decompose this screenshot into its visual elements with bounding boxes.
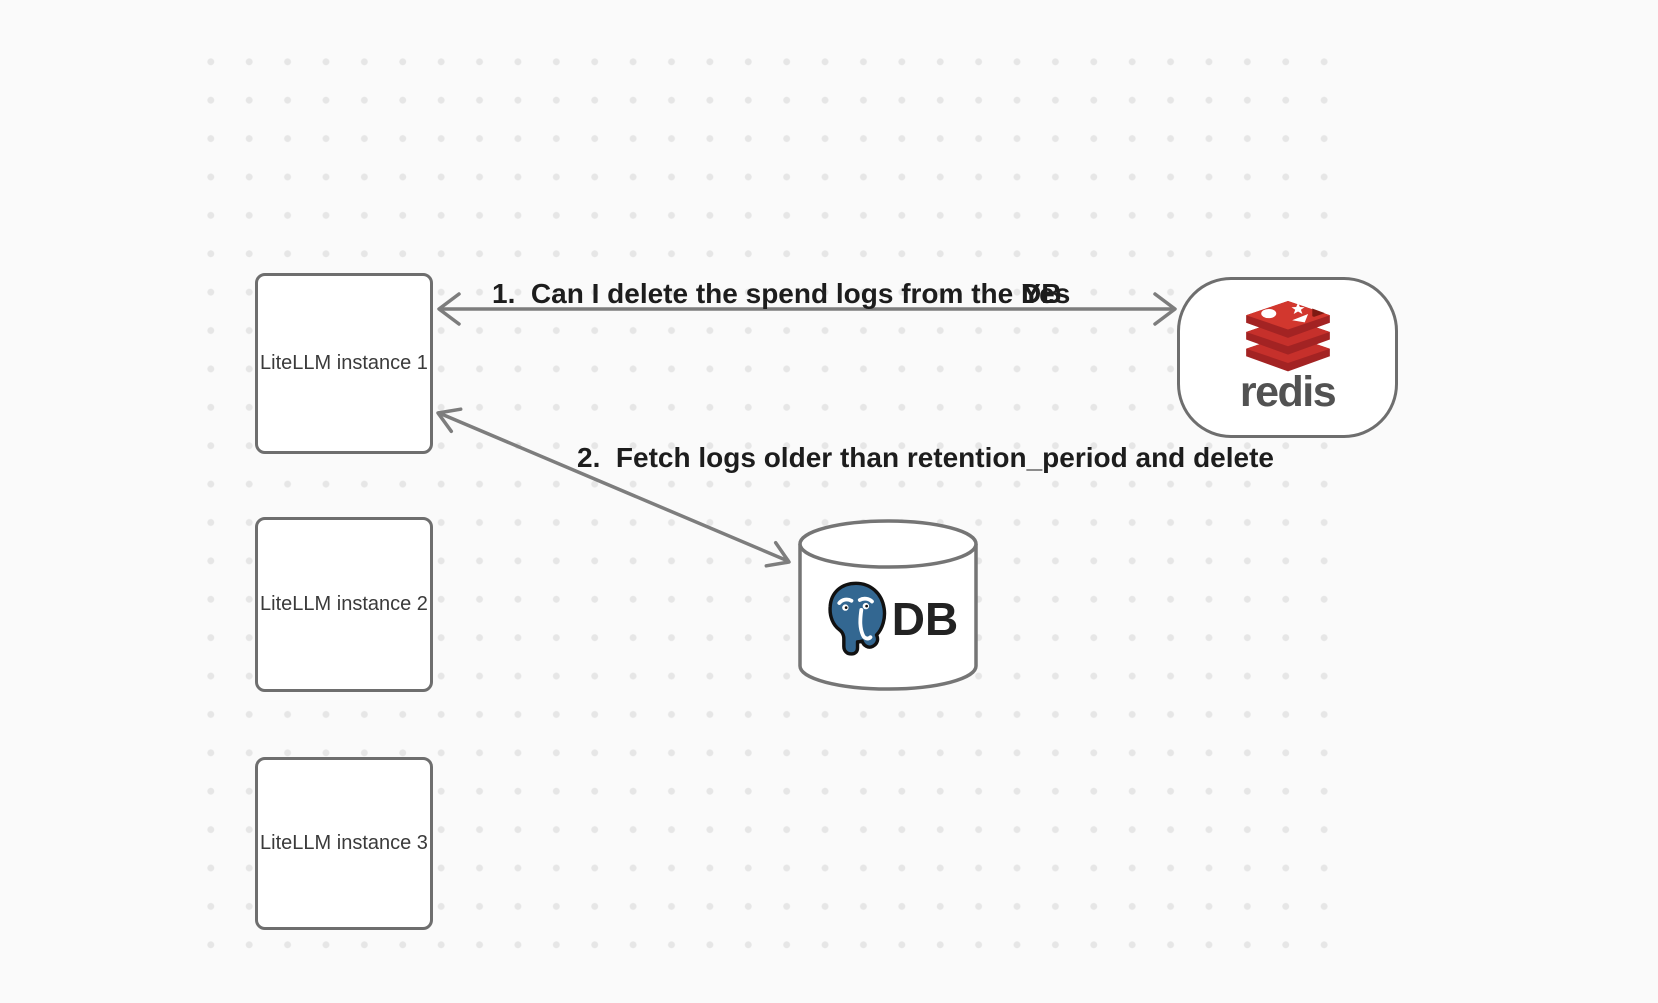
database-cylinder-shape bbox=[798, 519, 978, 691]
database-label: DB bbox=[891, 593, 959, 645]
edge1-label: 1. Can I delete the spend logs from the … bbox=[492, 278, 1062, 309]
edge2-label: 2. Fetch logs older than retention_perio… bbox=[577, 442, 1274, 473]
edge2-arrow bbox=[436, 407, 791, 568]
litellm-instance-2-label: LiteLLM instance 2 bbox=[260, 593, 428, 615]
litellm-instance-3-label: LiteLLM instance 3 bbox=[260, 832, 428, 854]
litellm-instance-3-node: LiteLLM instance 3 bbox=[255, 757, 433, 930]
redis-stack-icon bbox=[1245, 301, 1330, 372]
litellm-instance-2-node: LiteLLM instance 2 bbox=[255, 517, 433, 692]
litellm-instance-1-label: LiteLLM instance 1 bbox=[260, 352, 428, 374]
database-node: DB bbox=[797, 517, 979, 693]
redis-node: redis bbox=[1177, 277, 1398, 438]
postgresql-elephant-icon bbox=[828, 581, 886, 656]
litellm-instance-1-node: LiteLLM instance 1 bbox=[255, 273, 433, 454]
edge1-response-label: Yes bbox=[1022, 278, 1071, 309]
redis-wordmark: redis bbox=[1239, 368, 1337, 416]
